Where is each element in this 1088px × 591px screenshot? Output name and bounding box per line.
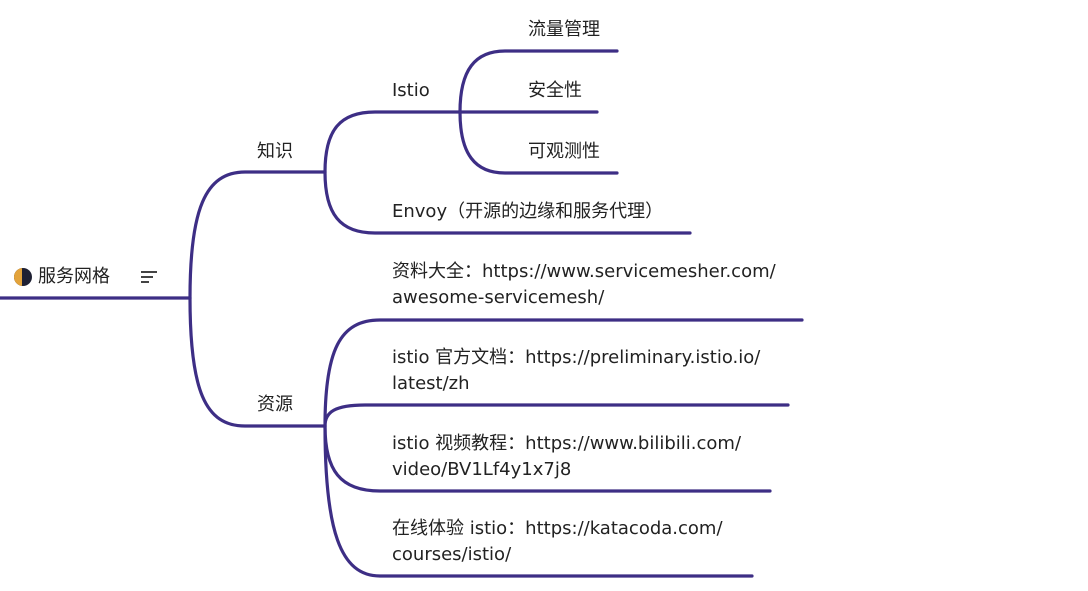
- node-istio-docs[interactable]: istio 官方文档：https://preliminary.istio.io/…: [392, 345, 760, 397]
- moon-icon: [14, 268, 32, 286]
- node-traffic-management[interactable]: 流量管理: [528, 19, 600, 40]
- root-label: 服务网格: [38, 266, 110, 287]
- node-istio-video[interactable]: istio 视频教程：https://www.bilibili.com/ vid…: [392, 431, 741, 483]
- resource-line: latest/zh: [392, 373, 470, 394]
- connector-resource-4: [323, 424, 754, 578]
- node-istio-online[interactable]: 在线体验 istio：https://katacoda.com/ courses…: [392, 516, 723, 568]
- resource-line: courses/istio/: [392, 544, 512, 565]
- connector-resource-1: [323, 318, 804, 428]
- node-istio[interactable]: Istio: [392, 80, 430, 101]
- resource-line: awesome-servicemesh/: [392, 287, 605, 308]
- resource-line: istio 视频教程：https://www.bilibili.com/: [392, 433, 742, 454]
- node-envoy[interactable]: Envoy（开源的边缘和服务代理）: [392, 201, 664, 222]
- node-resource-collection[interactable]: 资料大全：https://www.servicemesher.com/ awes…: [392, 259, 776, 311]
- node-resources[interactable]: 资源: [257, 394, 293, 415]
- connector-traffic: [458, 49, 619, 114]
- connector-istio: [323, 110, 462, 174]
- connector-observability: [458, 110, 619, 175]
- resource-line: video/BV1Lf4y1x7j8: [392, 459, 572, 480]
- resource-line: 在线体验 istio：https://katacoda.com/: [392, 518, 723, 539]
- root-node[interactable]: 服务网格: [14, 264, 110, 290]
- connector-resource-2: [323, 403, 790, 428]
- menu-icon[interactable]: [141, 270, 157, 284]
- node-observability[interactable]: 可观测性: [528, 141, 600, 162]
- node-security[interactable]: 安全性: [528, 80, 582, 101]
- resource-line: 资料大全：https://www.servicemesher.com/: [392, 261, 776, 282]
- resource-line: istio 官方文档：https://preliminary.istio.io/: [392, 347, 761, 368]
- connector-envoy: [323, 170, 692, 235]
- connector-knowledge: [188, 170, 327, 300]
- connector-resources: [188, 296, 327, 428]
- node-knowledge[interactable]: 知识: [257, 141, 293, 162]
